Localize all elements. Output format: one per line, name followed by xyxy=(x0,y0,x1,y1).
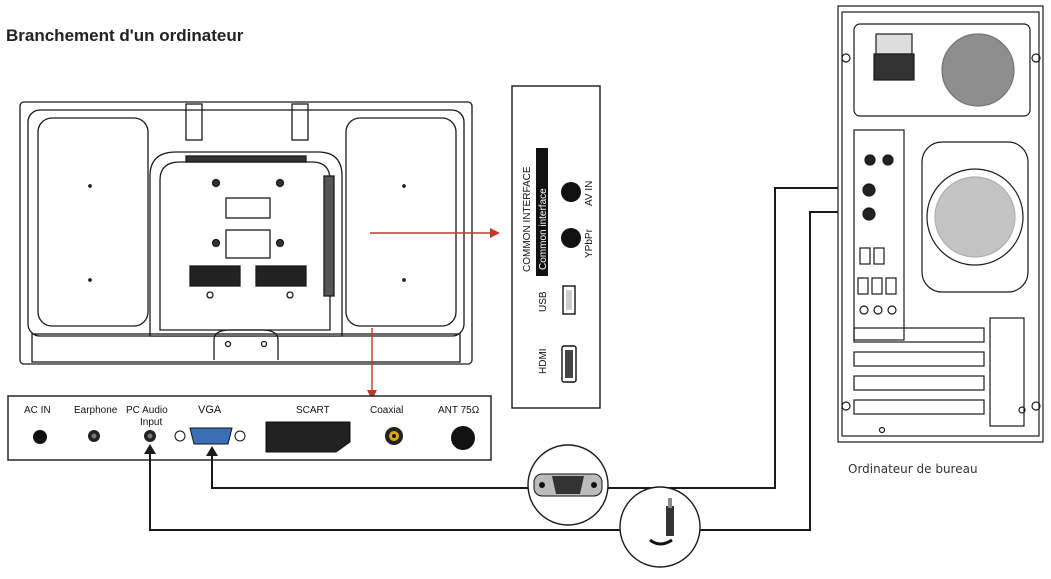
scart-port xyxy=(265,421,351,453)
ac-in-port xyxy=(33,430,47,444)
label-earphone: Earphone xyxy=(74,405,118,416)
vga-connector-bubble xyxy=(527,444,609,526)
label-scart: SCART xyxy=(296,405,330,416)
label-av-in: AV IN xyxy=(584,181,595,206)
desktop-pc xyxy=(837,5,1044,443)
label-usb: USB xyxy=(538,291,549,312)
ant-port xyxy=(451,426,475,450)
label-common-interface-sub: Common interface xyxy=(538,188,549,270)
diagram-title: Branchement d'un ordinateur xyxy=(6,26,244,45)
pc-vga-port xyxy=(862,183,876,197)
arrow-to-side-panel xyxy=(370,228,500,238)
tv-back xyxy=(19,101,473,365)
side-connector-panel: COMMON INTERFACE Common interface AV IN … xyxy=(511,85,601,409)
ypbpr-jack xyxy=(561,228,581,248)
pc-audio-port xyxy=(862,207,876,221)
tv-vent-right xyxy=(255,265,307,287)
vga-cable xyxy=(206,187,868,489)
pc-caption: Ordinateur de bureau xyxy=(848,462,978,476)
label-vga: VGA xyxy=(198,404,222,416)
vga-port xyxy=(174,427,246,445)
label-hdmi: HDMI xyxy=(538,348,549,374)
label-coaxial: Coaxial xyxy=(370,405,403,416)
label-common-interface: COMMON INTERFACE xyxy=(522,166,533,272)
label-ac-in: AC IN xyxy=(24,405,51,416)
audio-cable xyxy=(144,211,868,531)
label-ypbpr: YPbPr xyxy=(584,228,595,258)
ci-slot xyxy=(536,148,548,276)
label-ant: ANT 75Ω xyxy=(438,405,480,416)
label-pc-audio-2: Input xyxy=(140,417,162,428)
arrow-to-bottom-panel xyxy=(367,328,377,400)
tv-vent-left xyxy=(189,265,241,287)
label-pc-audio-1: PC Audio xyxy=(126,405,168,416)
bottom-connector-panel: AC IN Earphone PC Audio Input VGA SCART … xyxy=(7,395,492,461)
av-in-jack xyxy=(561,182,581,202)
audio-jack-bubble xyxy=(619,486,701,568)
